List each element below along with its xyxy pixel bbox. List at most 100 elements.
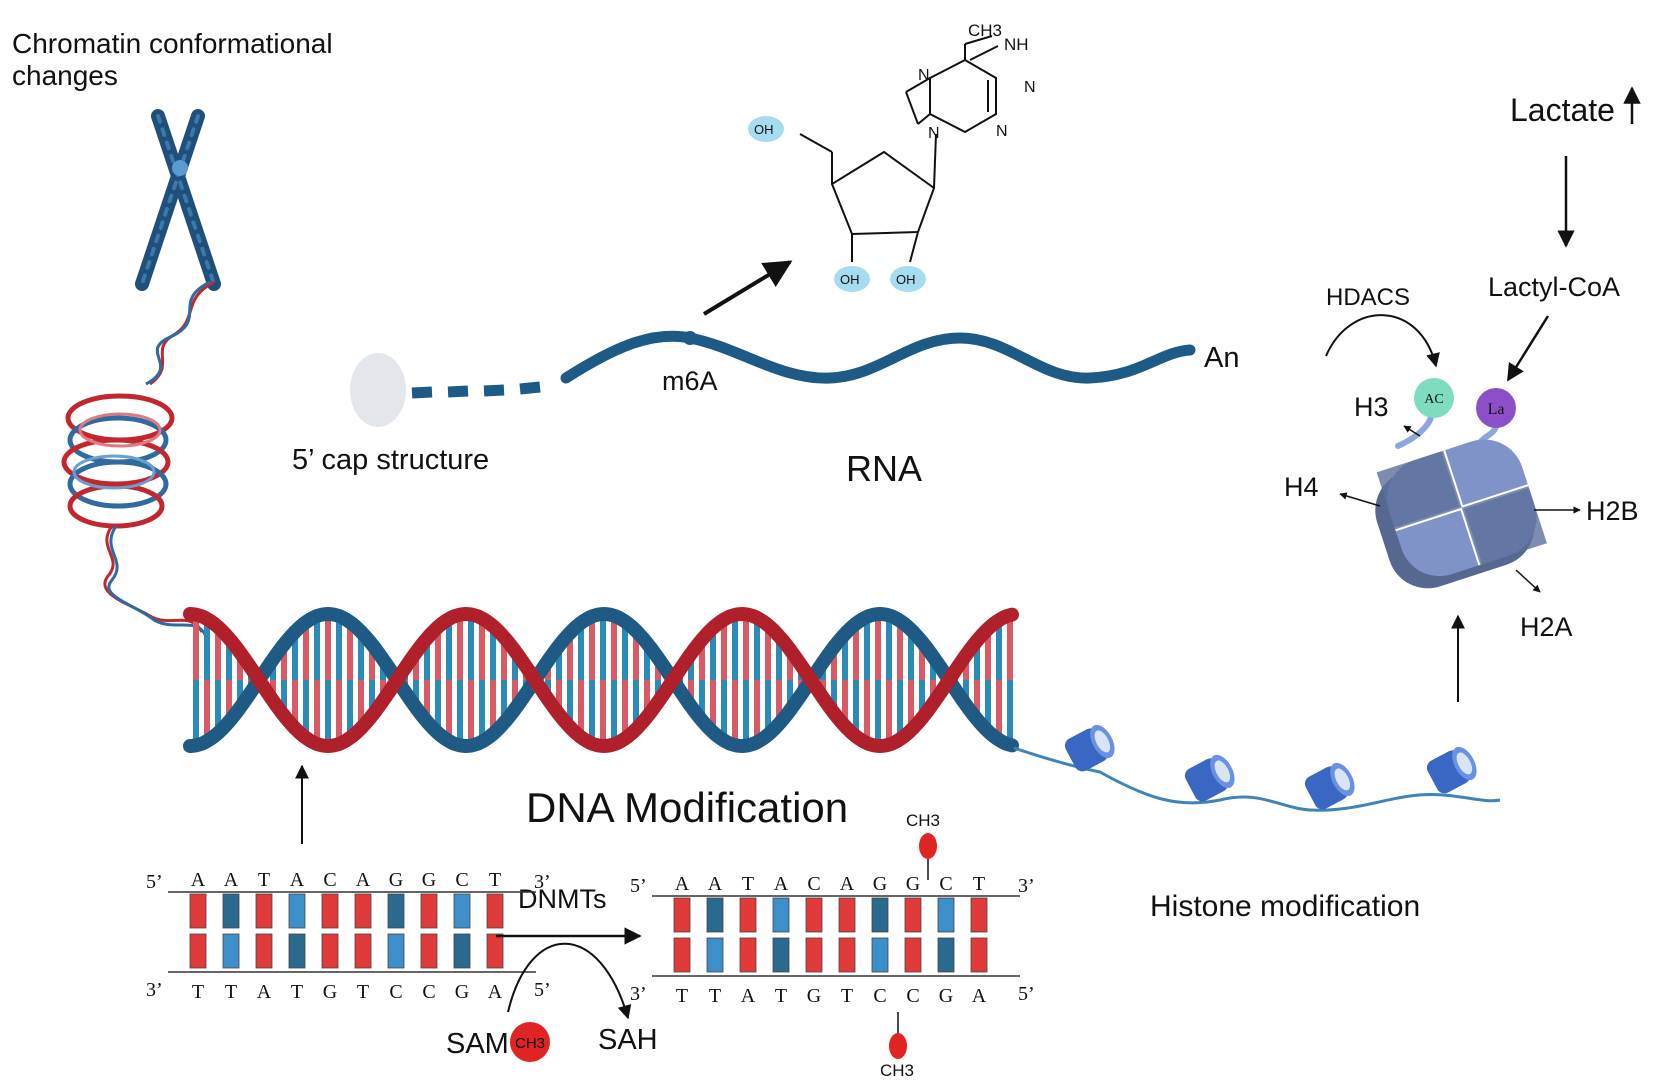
m6a-molecule-labels: CH3 NH N N N N OH OH OH (748, 21, 1036, 292)
bottom-base-letter: G (807, 985, 821, 1007)
bottom-base-letter: C (906, 985, 919, 1007)
oh-bubble-2 (834, 266, 870, 292)
svg-text:3’: 3’ (630, 983, 647, 1005)
top-base-letter: T (489, 869, 501, 891)
base-bar (904, 897, 922, 933)
bottom-base-letter: G (939, 985, 953, 1007)
base-bar (420, 893, 438, 929)
top-base-letter: A (675, 873, 690, 895)
bottom-base-letter: T (709, 985, 721, 1007)
hdacs-arrow (1325, 314, 1440, 368)
chromosome-icon (135, 109, 221, 291)
base-bar (453, 893, 471, 929)
base-bar (739, 937, 757, 973)
top-base-letter: A (224, 869, 239, 891)
base-bar (739, 897, 757, 933)
base-bar (772, 897, 790, 933)
h3-label: H3 (1354, 392, 1389, 422)
base-bar (706, 937, 724, 973)
base-bar (486, 933, 504, 969)
base-bar (222, 933, 240, 969)
lactyl-mark (1476, 388, 1516, 428)
cap-structure-label: 5’ cap structure (292, 444, 490, 476)
base-bar (420, 933, 438, 969)
base-bar (453, 933, 471, 969)
svg-text:5’: 5’ (534, 979, 551, 1001)
rna-strand (350, 330, 1196, 427)
base-bar (673, 937, 691, 973)
base-bar (321, 933, 339, 969)
h2a-label: H2A (1520, 612, 1573, 642)
bottom-base-letter: A (741, 985, 756, 1007)
coa-to-histone-arrow (1506, 315, 1550, 382)
methyl-bottom-icon (889, 1033, 907, 1059)
base-bar (288, 893, 306, 929)
base-bar (838, 897, 856, 933)
nucleosome-icon (1064, 724, 1115, 772)
base-bar (288, 933, 306, 969)
base-bar (673, 897, 691, 933)
chromatin-label: Chromatin conformational changes (12, 28, 333, 92)
svg-text:5’: 5’ (146, 871, 163, 893)
bottom-base-letter: T (357, 981, 369, 1003)
svg-text:3’: 3’ (1018, 875, 1035, 897)
top-base-letter: G (422, 869, 436, 891)
histone-modification-label: Histone modification (1150, 890, 1421, 923)
top-base-letter: C (323, 869, 336, 891)
lactyl-coa-label: Lactyl-CoA (1488, 272, 1621, 302)
bottom-base-letter: T (676, 985, 688, 1007)
dnmts-label: DNMTs (518, 884, 607, 914)
h2b-label: H2B (1586, 496, 1639, 526)
m6a-molecule (799, 35, 999, 263)
svg-text:NH: NH (1004, 35, 1029, 54)
base-bar (387, 933, 405, 969)
nucleosome-icon (1426, 746, 1477, 794)
sam-methyl-group (510, 1022, 550, 1062)
bottom-base-letter: A (488, 981, 503, 1003)
sah-label: SAH (598, 1024, 658, 1056)
base-bar (486, 893, 504, 929)
dna-modification-label: DNA Modification (526, 784, 849, 831)
bottom-base-letter: T (291, 981, 303, 1003)
top-base-letter: A (290, 869, 305, 891)
base-bar (937, 937, 955, 973)
base-bar (354, 933, 372, 969)
dna-double-helix (183, 606, 1019, 754)
h4-arrow (1339, 492, 1381, 507)
top-base-letter: G (873, 873, 887, 895)
base-bar (805, 937, 823, 973)
base-bar (387, 893, 405, 929)
svg-text:OH: OH (896, 272, 916, 287)
dna-strand-blue (183, 606, 1019, 754)
sam-to-sah-arrow (507, 942, 632, 1020)
svg-text:CH3: CH3 (906, 811, 940, 830)
base-bar (354, 893, 372, 929)
base-bar (871, 937, 889, 973)
svg-text:3’: 3’ (534, 871, 551, 893)
svg-text:5’: 5’ (630, 875, 647, 897)
base-bar (255, 893, 273, 929)
top-base-letter: A (840, 873, 855, 895)
base-bar (805, 897, 823, 933)
h3-arrow (1403, 425, 1421, 437)
top-base-letter: C (455, 869, 468, 891)
m6a-arrow (702, 260, 793, 316)
top-base-letter: T (973, 873, 985, 895)
methyl-top-icon (919, 833, 937, 859)
top-base-letter: G (906, 873, 920, 895)
base-bar (189, 933, 207, 969)
poly-a-label: An (1204, 342, 1240, 374)
sam-label: SAM (446, 1028, 509, 1060)
bottom-base-letter: T (775, 985, 787, 1007)
lactate-label: Lactate (1510, 92, 1615, 128)
svg-text:N: N (996, 123, 1008, 140)
bottom-base-letter: A (257, 981, 272, 1003)
acetyl-mark (1414, 378, 1454, 418)
top-base-letter: A (774, 873, 789, 895)
top-base-letter: T (742, 873, 754, 895)
svg-text:3’: 3’ (146, 979, 163, 1001)
bottom-base-letter: T (225, 981, 237, 1003)
acetyl-label: AC (1424, 392, 1443, 407)
